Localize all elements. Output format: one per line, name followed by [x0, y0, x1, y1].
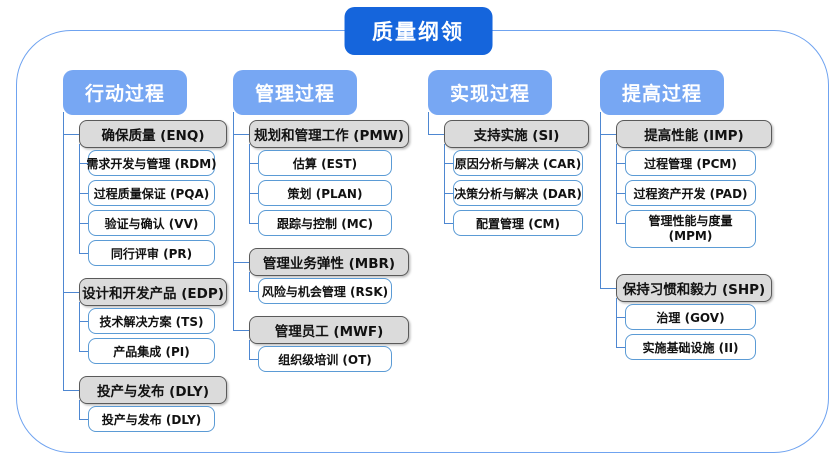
- tree-branch: 管理性能与度量 (MPM): [616, 208, 772, 250]
- tree-branch: 投产与发布 (DLY): [79, 400, 227, 434]
- leaf-list: 风险与机会管理 (RSK): [249, 272, 409, 306]
- tree-branch: 保持习惯和毅力 (SHP) 治理 (GOV) 实施基础设施 (II): [600, 255, 772, 367]
- group-node: 设计和开发产品 (EDP): [79, 278, 227, 306]
- leaf-node: 技术解决方案 (TS): [88, 308, 215, 334]
- leaf-list: 估算 (EST) 策划 (PLAN) 跟踪与控制 (MC): [249, 144, 409, 238]
- tree-branch: 规划和管理工作 (PMW) 估算 (EST) 策划 (PLAN) 跟踪与控制 (…: [233, 112, 409, 243]
- leaf-node: 组织级培训 (OT): [258, 346, 392, 372]
- column-management-process: 管理过程 规划和管理工作 (PMW) 估算 (EST) 策划 (PLAN) 跟踪…: [233, 70, 409, 379]
- tree-branch: 产品集成 (PI): [79, 336, 227, 366]
- tree-branch: 支持实施 (SI) 原因分析与解决 (CAR) 决策分析与解决 (DAR) 配置…: [428, 112, 589, 243]
- leaf-node: 原因分析与解决 (CAR): [453, 150, 583, 176]
- tree-branch: 验证与确认 (VV): [79, 208, 227, 238]
- leaf-node: 策划 (PLAN): [258, 180, 392, 206]
- group-node: 管理业务弹性 (MBR): [249, 248, 409, 276]
- leaf-node: 过程管理 (PCM): [625, 150, 756, 176]
- leaf-list: 技术解决方案 (TS) 产品集成 (PI): [79, 302, 227, 366]
- group-node: 规划和管理工作 (PMW): [249, 120, 409, 148]
- leaf-node: 决策分析与解决 (DAR): [453, 180, 583, 206]
- leaf-list: 治理 (GOV) 实施基础设施 (II): [616, 298, 772, 362]
- group-list: 提高性能 (IMP) 过程管理 (PCM) 过程资产开发 (PAD) 管理性能与…: [600, 112, 772, 367]
- group-node: 投产与发布 (DLY): [79, 376, 227, 404]
- leaf-node: 投产与发布 (DLY): [88, 406, 215, 432]
- leaf-node: 同行评审 (PR): [88, 240, 215, 266]
- column-realization-process: 实现过程 支持实施 (SI) 原因分析与解决 (CAR) 决策分析与解决 (DA…: [428, 70, 589, 243]
- group-node: 保持习惯和毅力 (SHP): [616, 274, 772, 302]
- leaf-node: 治理 (GOV): [625, 304, 756, 330]
- leaf-list: 投产与发布 (DLY): [79, 400, 227, 434]
- leaf-list: 过程管理 (PCM) 过程资产开发 (PAD) 管理性能与度量 (MPM): [616, 144, 772, 250]
- tree-branch: 策划 (PLAN): [249, 178, 409, 208]
- tree-branch: 技术解决方案 (TS): [79, 302, 227, 336]
- tree-branch: 投产与发布 (DLY) 投产与发布 (DLY): [63, 371, 227, 439]
- tree-branch: 设计和开发产品 (EDP) 技术解决方案 (TS) 产品集成 (PI): [63, 273, 227, 371]
- column-header: 管理过程: [233, 70, 357, 115]
- leaf-list: 需求开发与管理 (RDM) 过程质量保证 (PQA) 验证与确认 (VV) 同行…: [79, 144, 227, 268]
- tree-branch: 过程管理 (PCM): [616, 144, 772, 178]
- tree-branch: 配置管理 (CM): [444, 208, 589, 238]
- leaf-node: 管理性能与度量 (MPM): [625, 210, 756, 248]
- leaf-node: 配置管理 (CM): [453, 210, 583, 236]
- group-node: 确保质量 (ENQ): [79, 120, 227, 148]
- tree-branch: 需求开发与管理 (RDM): [79, 144, 227, 178]
- leaf-node: 估算 (EST): [258, 150, 392, 176]
- tree-branch: 风险与机会管理 (RSK): [249, 272, 409, 306]
- tree-branch: 同行评审 (PR): [79, 238, 227, 268]
- group-node: 提高性能 (IMP): [616, 120, 772, 148]
- tree-branch: 治理 (GOV): [616, 298, 772, 332]
- group-list: 支持实施 (SI) 原因分析与解决 (CAR) 决策分析与解决 (DAR) 配置…: [428, 112, 589, 243]
- diagram-title: 质量纲领: [344, 7, 493, 55]
- leaf-node: 过程质量保证 (PQA): [88, 180, 215, 206]
- leaf-node: 过程资产开发 (PAD): [625, 180, 756, 206]
- leaf-list: 原因分析与解决 (CAR) 决策分析与解决 (DAR) 配置管理 (CM): [444, 144, 589, 238]
- leaf-node: 需求开发与管理 (RDM): [86, 150, 217, 176]
- tree-branch: 估算 (EST): [249, 144, 409, 178]
- tree-branch: 管理业务弹性 (MBR) 风险与机会管理 (RSK): [233, 243, 409, 311]
- tree-branch: 提高性能 (IMP) 过程管理 (PCM) 过程资产开发 (PAD) 管理性能与…: [600, 112, 772, 255]
- column-improvement-process: 提高过程 提高性能 (IMP) 过程管理 (PCM) 过程资产开发 (PAD) …: [600, 70, 772, 367]
- leaf-node: 验证与确认 (VV): [88, 210, 215, 236]
- tree-branch: 过程质量保证 (PQA): [79, 178, 227, 208]
- column-action-process: 行动过程 确保质量 (ENQ) 需求开发与管理 (RDM) 过程质量保证 (PQ…: [63, 70, 227, 439]
- leaf-node: 跟踪与控制 (MC): [258, 210, 392, 236]
- tree-branch: 原因分析与解决 (CAR): [444, 144, 589, 178]
- tree-branch: 过程资产开发 (PAD): [616, 178, 772, 208]
- group-node: 支持实施 (SI): [444, 120, 589, 148]
- leaf-node: 产品集成 (PI): [88, 338, 215, 364]
- column-header: 实现过程: [428, 70, 552, 115]
- tree-branch: 确保质量 (ENQ) 需求开发与管理 (RDM) 过程质量保证 (PQA) 验证…: [63, 112, 227, 273]
- tree-branch: 跟踪与控制 (MC): [249, 208, 409, 238]
- tree-branch: 组织级培训 (OT): [249, 340, 409, 374]
- group-node: 管理员工 (MWF): [249, 316, 409, 344]
- tree-branch: 管理员工 (MWF) 组织级培训 (OT): [233, 311, 409, 379]
- tree-branch: 决策分析与解决 (DAR): [444, 178, 589, 208]
- leaf-list: 组织级培训 (OT): [249, 340, 409, 374]
- tree-branch: 实施基础设施 (II): [616, 332, 772, 362]
- leaf-node: 风险与机会管理 (RSK): [258, 278, 392, 304]
- group-list: 确保质量 (ENQ) 需求开发与管理 (RDM) 过程质量保证 (PQA) 验证…: [63, 112, 227, 439]
- leaf-node: 实施基础设施 (II): [625, 334, 756, 360]
- group-list: 规划和管理工作 (PMW) 估算 (EST) 策划 (PLAN) 跟踪与控制 (…: [233, 112, 409, 379]
- column-header: 行动过程: [63, 70, 187, 115]
- column-header: 提高过程: [600, 70, 724, 115]
